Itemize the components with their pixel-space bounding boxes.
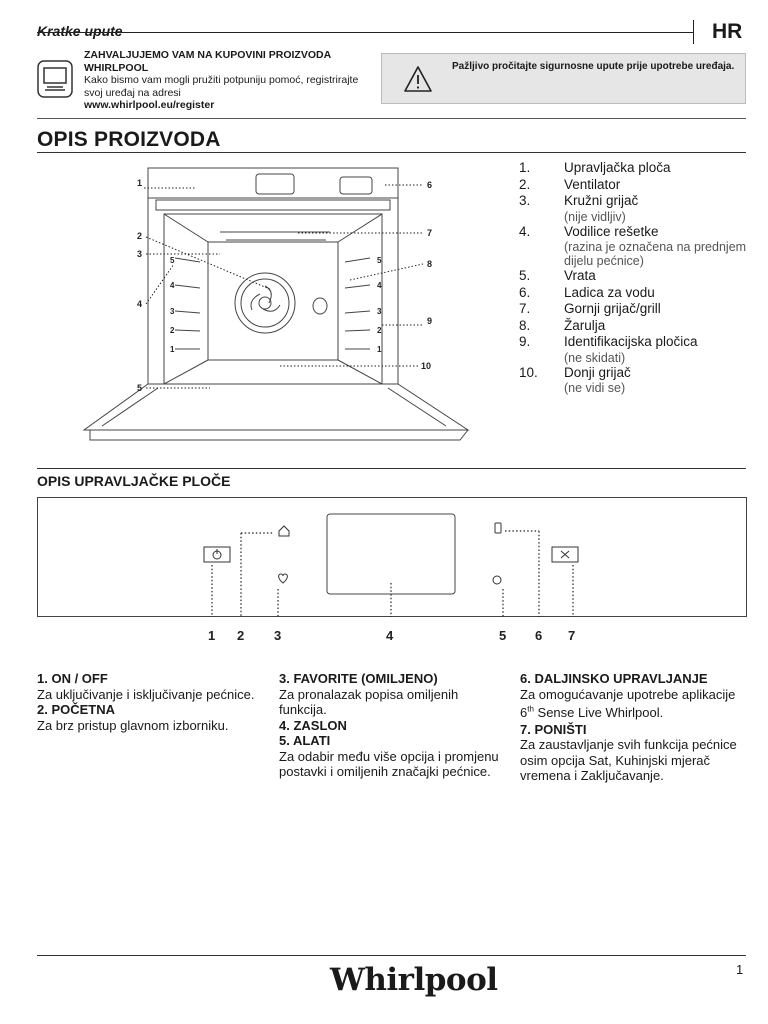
panel-number-4: 4 bbox=[386, 628, 394, 643]
display-screen bbox=[326, 513, 456, 595]
callout-1: 1 bbox=[137, 178, 142, 188]
level-label: 4 bbox=[377, 281, 382, 290]
parts-legend: 1.Upravljačka ploča 2.Ventilator 3.Kružn… bbox=[519, 160, 749, 395]
doc-type-title: Kratke upute bbox=[37, 23, 123, 39]
level-label: 4 bbox=[170, 281, 175, 290]
legend-item: 10.Donji grijač(ne vidi se) bbox=[519, 364, 631, 396]
section-rule bbox=[37, 468, 746, 469]
control-panel-title: OPIS UPRAVLJAČKE PLOČE bbox=[37, 473, 231, 489]
level-label: 2 bbox=[377, 326, 382, 335]
legend-item: 2.Ventilator bbox=[519, 176, 621, 192]
product-description-title: OPIS PROIZVODA bbox=[37, 128, 221, 151]
desc-title: 3. FAVORITE (OMILJENO) bbox=[279, 671, 438, 686]
panel-number-7: 7 bbox=[568, 628, 575, 643]
warning-icon bbox=[404, 66, 432, 92]
level-label: 5 bbox=[170, 256, 175, 265]
computer-icon bbox=[37, 60, 73, 98]
whirlpool-logo: Whirlpool bbox=[330, 962, 498, 998]
language-code: HR bbox=[712, 20, 743, 43]
level-label: 2 bbox=[170, 326, 175, 335]
safety-warning-text: Pažljivo pročitajte sigurnosne upute pri… bbox=[452, 61, 735, 72]
control-panel-numbers: 1 2 3 4 5 6 7 bbox=[208, 628, 575, 643]
callout-10: 10 bbox=[421, 361, 431, 371]
title-rule bbox=[37, 152, 746, 153]
legend-item: 6.Ladica za vodu bbox=[519, 284, 655, 300]
callout-7: 7 bbox=[427, 228, 432, 238]
desc-text: Za odabir među više opcija i promjenu po… bbox=[279, 748, 499, 780]
callout-2: 2 bbox=[137, 231, 142, 241]
tools-icon bbox=[492, 575, 502, 585]
home-icon bbox=[278, 525, 290, 537]
callout-3: 3 bbox=[137, 249, 142, 259]
desc-title: 6. DALJINSKO UPRAVLJANJE bbox=[520, 671, 708, 686]
desc-title: 4. ZASLON bbox=[279, 717, 347, 733]
desc-title: 2. POČETNA bbox=[37, 702, 116, 717]
panel-number-3: 3 bbox=[274, 628, 281, 643]
registration-note: ZAHVALJUJEMO VAM NA KUPOVINI PROIZVODA W… bbox=[84, 49, 364, 112]
section-divider bbox=[37, 118, 746, 119]
control-panel-diagram bbox=[37, 497, 747, 617]
level-label: 3 bbox=[377, 307, 382, 316]
safety-warning-box bbox=[381, 53, 746, 104]
power-icon bbox=[203, 546, 231, 563]
desc-text: Za omogućavanje upotrebe aplikacije 6th … bbox=[520, 686, 736, 721]
desc-title: 5. ALATI bbox=[279, 733, 331, 748]
legend-item: 8.Žarulja bbox=[519, 317, 606, 333]
desc-title: 1. ON / OFF bbox=[37, 671, 108, 686]
description-column-2: 3. FAVORITE (OMILJENO) Za pronalazak pop… bbox=[279, 671, 504, 780]
page-number: 1 bbox=[736, 962, 744, 977]
panel-number-6: 6 bbox=[535, 628, 542, 643]
registration-url[interactable]: www.whirlpool.eu/register bbox=[84, 99, 215, 111]
registration-text: Kako bismo vam mogli pružiti potpuniju p… bbox=[84, 74, 359, 99]
oven-diagram: 5 4 3 2 1 5 4 3 2 1 1 2 3 4 5 6 7 8 9 10 bbox=[82, 167, 470, 441]
callout-6: 6 bbox=[427, 180, 432, 190]
callout-9: 9 bbox=[427, 316, 432, 326]
panel-number-5: 5 bbox=[499, 628, 506, 643]
cancel-icon bbox=[551, 546, 579, 563]
footer-rule bbox=[37, 955, 746, 956]
legend-item: 5.Vrata bbox=[519, 268, 596, 283]
desc-text: Za brz pristup glavnom izborniku. bbox=[37, 717, 229, 733]
description-column-1: 1. ON / OFF Za uključivanje i isključiva… bbox=[37, 671, 262, 733]
desc-text: Za uključivanje i isključivanje pećnice. bbox=[37, 686, 255, 702]
desc-text: Za pronalazak popisa omiljenih funkcija. bbox=[279, 686, 459, 718]
level-label: 1 bbox=[377, 345, 382, 354]
registration-heading: ZAHVALJUJEMO VAM NA KUPOVINI PROIZVODA W… bbox=[84, 49, 331, 74]
level-label: 3 bbox=[170, 307, 175, 316]
heart-icon bbox=[278, 573, 288, 584]
header-divider bbox=[693, 20, 694, 44]
desc-title: 7. PONIŠTI bbox=[520, 721, 587, 737]
legend-item: 4.Vodilice rešetke(razina je označena na… bbox=[519, 223, 747, 269]
desc-text: Za zaustavljanje svih funkcija pećnice o… bbox=[520, 737, 737, 784]
legend-item: 3.Kružni grijač(nije vidljiv) bbox=[519, 193, 639, 224]
legend-item: 7.Gornji grijač/grill bbox=[519, 301, 661, 316]
callout-4: 4 bbox=[137, 299, 142, 309]
remote-control-icon bbox=[494, 522, 502, 534]
callout-8: 8 bbox=[427, 259, 432, 269]
description-column-3: 6. DALJINSKO UPRAVLJANJE Za omogućavanje… bbox=[520, 671, 750, 784]
level-label: 1 bbox=[170, 345, 175, 354]
level-label: 5 bbox=[377, 256, 382, 265]
panel-number-1: 1 bbox=[208, 628, 215, 643]
legend-item: 9.Identifikacijska pločica(ne skidati) bbox=[519, 334, 698, 365]
callout-5: 5 bbox=[137, 383, 142, 393]
panel-number-2: 2 bbox=[237, 628, 244, 643]
legend-item: 1.Upravljačka ploča bbox=[519, 160, 671, 175]
header-rule bbox=[37, 32, 693, 33]
